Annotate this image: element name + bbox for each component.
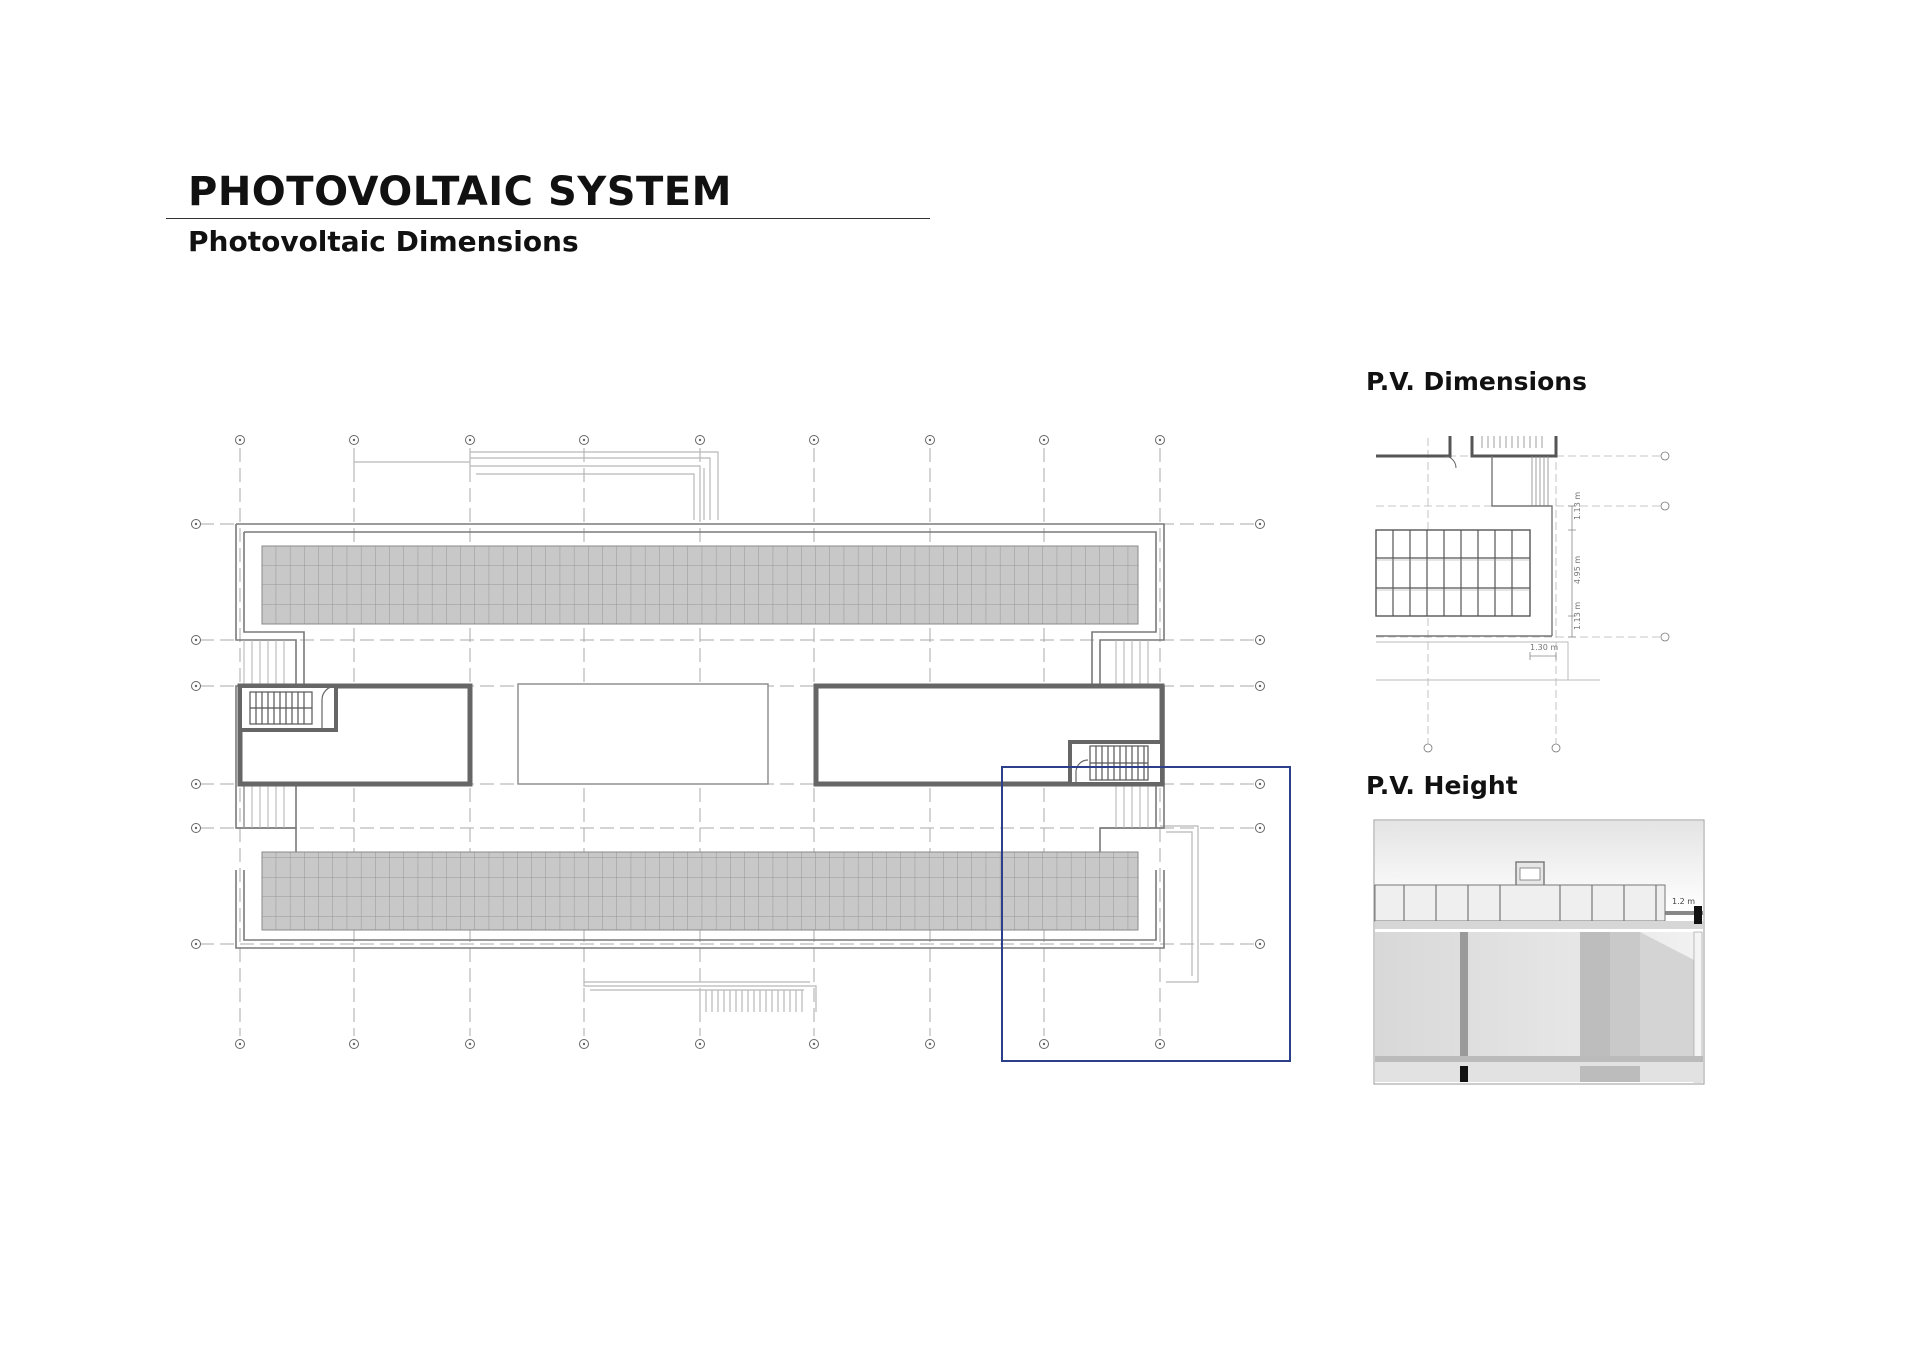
detail-highlight-box — [1001, 766, 1291, 1062]
page-subtitle: Photovoltaic Dimensions — [188, 225, 579, 258]
grid-axis-bubble-dot — [468, 438, 472, 442]
pv-height-label: 1.2 m — [1672, 897, 1695, 906]
pv-dim-label-bottom: 1.13 m — [1573, 602, 1582, 630]
grid-axis-bubble-dot — [194, 826, 198, 830]
grid-axis-bubble-dot — [698, 1042, 702, 1046]
grid-axis-bubble-dot — [1042, 1042, 1046, 1046]
grid-axis-bubble-dot — [1042, 438, 1046, 442]
pv-dim-label-top: 1.13 m — [1573, 492, 1582, 520]
left-stair-icon — [249, 691, 313, 725]
upper-pergola-outline — [353, 451, 1199, 1012]
left-service-core — [237, 683, 473, 787]
grid-axis-bubble-dot — [1258, 942, 1262, 946]
grid-axis-bubble-dot — [1258, 638, 1262, 642]
grid-axis-bubble-dot — [468, 1042, 472, 1046]
grid-axis-bubble-dot — [812, 1042, 816, 1046]
pv-dim-axis-bubble — [1660, 451, 1670, 461]
grid-axis-bubble-dot — [1258, 782, 1262, 786]
grid-axis-bubble-dot — [238, 438, 242, 442]
pv-dim-axis-bubble — [1660, 501, 1670, 511]
grid-axis-bubble-dot — [582, 438, 586, 442]
grid-axis-bubble-dot — [238, 1042, 242, 1046]
pv-array-north — [261, 545, 1139, 625]
grid-axis-bubble-dot — [928, 438, 932, 442]
pv-dimensions-detail: 1.13 m 4.95 m 1.13 m 1.30 m — [1375, 436, 1670, 753]
pv-dim-stair — [1481, 436, 1549, 506]
center-skylight — [517, 683, 769, 785]
right-stair-icon — [1089, 745, 1149, 781]
grid-axis-bubble-dot — [582, 1042, 586, 1046]
pv-dim-label-mid: 4.95 m — [1573, 556, 1582, 584]
pv-height-title: P.V. Height — [1366, 771, 1518, 800]
grid-axis-bubble-dot — [1258, 522, 1262, 526]
grid-axis-bubble-dot — [352, 438, 356, 442]
grid-axis-bubble-dot — [194, 782, 198, 786]
pv-height-detail: 1.2 m — [1373, 819, 1705, 1085]
grid-axis-bubble-dot — [812, 438, 816, 442]
page-title: PHOTOVOLTAIC SYSTEM — [188, 169, 732, 215]
grid-axis-bubble-dot — [194, 684, 198, 688]
grid-axis-bubble-dot — [1258, 684, 1262, 688]
grid-axis-bubble-dot — [1258, 826, 1262, 830]
grid-axis-bubble-dot — [698, 438, 702, 442]
roof-parapet — [235, 523, 1165, 949]
grid-axis-bubble-dot — [194, 522, 198, 526]
pv-dim-label-width: 1.30 m — [1530, 643, 1558, 652]
grid-axis-bubble-dot — [1158, 1042, 1162, 1046]
grid-axis-bubble-dot — [928, 1042, 932, 1046]
right-service-core — [813, 683, 1165, 787]
pv-dim-axis-bubble — [1423, 743, 1433, 753]
grid-axis-markers — [191, 435, 1265, 1049]
grid-axis-bubble-dot — [194, 942, 198, 946]
grid-axis-bubble-dot — [194, 638, 198, 642]
pv-dimensions-title: P.V. Dimensions — [1366, 367, 1587, 396]
pv-dim-axis-bubble — [1660, 632, 1670, 642]
pv-dim-panel-grid — [1375, 529, 1531, 617]
pv-dim-axis-bubble — [1551, 743, 1561, 753]
side-ramps — [243, 640, 1149, 828]
title-divider — [166, 218, 930, 219]
grid-axis-bubble-dot — [1158, 438, 1162, 442]
pv-dim-dimension-lines — [1529, 505, 1576, 660]
pv-array-south — [261, 851, 1139, 931]
grid-axis-bubble-dot — [352, 1042, 356, 1046]
